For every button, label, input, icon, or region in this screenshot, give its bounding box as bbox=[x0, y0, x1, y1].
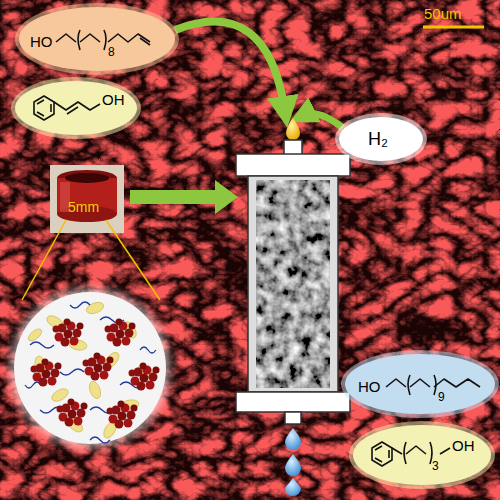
product-bubble: HO 9 bbox=[344, 353, 496, 415]
product-bubble: 3 OH bbox=[352, 424, 492, 486]
reactant-bubble: OH bbox=[14, 80, 138, 136]
formula-text: 8 bbox=[108, 46, 115, 58]
reagent-bubble: H₂ bbox=[338, 116, 424, 162]
formula-text: H₂ bbox=[368, 130, 388, 148]
bubble-outline bbox=[14, 80, 138, 136]
scale-bar-label: 50um bbox=[424, 6, 462, 21]
formula-text: 3 bbox=[432, 460, 439, 472]
formula-text: OH bbox=[452, 438, 475, 453]
formula-text: HO bbox=[30, 34, 53, 49]
dimension-label: 5mm bbox=[68, 200, 99, 214]
formula-text: 9 bbox=[438, 391, 445, 403]
bubble-outline bbox=[352, 424, 492, 486]
reactant-bubble: HO 8 bbox=[18, 6, 176, 72]
formula-text: HO bbox=[358, 379, 381, 394]
formula-text: OH bbox=[102, 92, 125, 107]
